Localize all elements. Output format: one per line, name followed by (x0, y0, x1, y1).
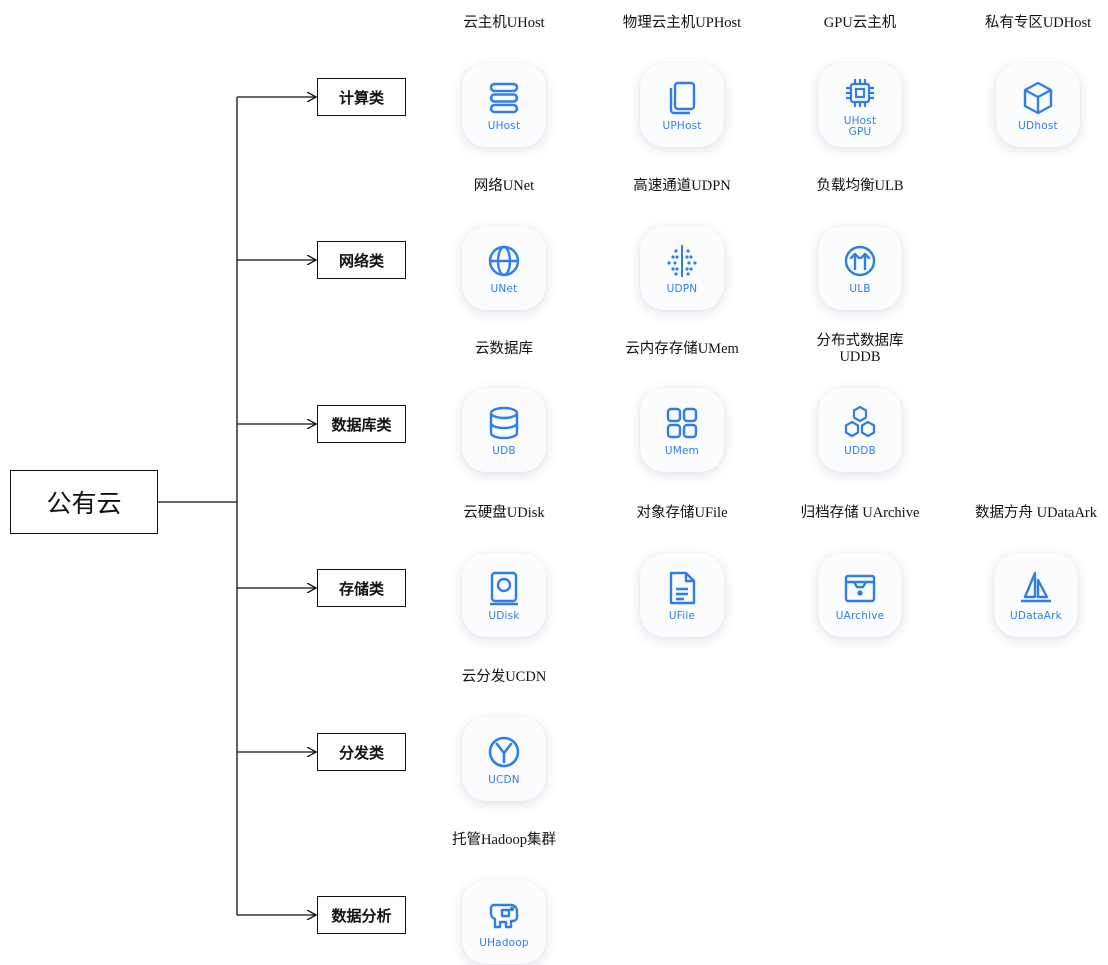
product-tile[interactable]: UDisk (462, 553, 546, 637)
tile-caption: UHost GPU (843, 114, 877, 138)
tile-caption: UPHost (662, 120, 702, 132)
product-tile[interactable]: ULB (818, 226, 902, 310)
database-icon (489, 406, 519, 440)
product-name: 云数据库 (475, 341, 533, 357)
product-name: 高速通道UDPN (633, 178, 731, 194)
product-name: 分布式数据库 UDDB (816, 333, 904, 365)
product-tile[interactable]: UHost (462, 63, 546, 147)
tile-caption: ULB (849, 283, 871, 295)
product-tile[interactable]: UNet (462, 226, 546, 310)
tile-caption: UDB (492, 445, 516, 457)
product-tile[interactable]: UDB (462, 388, 546, 472)
tile-caption: UNet (490, 283, 518, 295)
product-tile[interactable]: UDPN (640, 226, 724, 310)
product-tile[interactable]: UHadoop (462, 880, 546, 964)
tile-caption: UDDB (844, 445, 876, 457)
product-tile[interactable]: UPHost (640, 63, 724, 147)
category-analytics: 数据分析 (317, 896, 406, 934)
category-database: 数据库类 (317, 405, 406, 443)
tile-caption: UDisk (488, 610, 520, 622)
product-name: 私有专区UDHost (984, 15, 1092, 31)
root-label: 公有云 (46, 489, 122, 518)
product-tile[interactable]: UDataArk (994, 553, 1078, 637)
category-label: 分发类 (338, 743, 384, 762)
product-name: 对象存储UFile (636, 505, 728, 521)
product-name: 托管Hadoop集群 (452, 832, 556, 848)
tile-caption: UDhost (1018, 120, 1058, 132)
category-label: 计算类 (338, 88, 384, 107)
product-name: 网络UNet (473, 178, 535, 194)
hexagons-icon (844, 405, 876, 438)
product-tile[interactable]: UMem (640, 388, 724, 472)
tile-caption: UHadoop (479, 937, 529, 949)
disk-icon (490, 571, 518, 606)
category-storage: 存储类 (317, 569, 406, 607)
product-name: 物理云主机UPHost (622, 15, 742, 31)
elephant-icon (489, 903, 519, 929)
product-tile[interactable]: UHost GPU (818, 63, 902, 147)
product-name: GPU云主机 (823, 15, 897, 31)
tile-caption: UFile (668, 610, 696, 622)
product-name: 数据方舟 UDataArk (974, 505, 1098, 521)
gpu-chip-icon (846, 78, 874, 107)
product-tile[interactable]: UDhost (996, 63, 1080, 147)
upload-arrows-icon (844, 245, 876, 277)
server-stack-icon (489, 82, 519, 114)
root-node: 公有云 (10, 470, 158, 534)
product-tile[interactable]: UArchive (818, 553, 902, 637)
product-tile[interactable]: UFile (640, 553, 724, 637)
file-icon (669, 571, 696, 605)
category-label: 数据分析 (331, 906, 392, 925)
category-compute: 计算类 (317, 78, 406, 116)
tile-caption: UDataArk (1010, 610, 1062, 622)
product-tile[interactable]: UCDN (462, 717, 546, 801)
category-label: 数据库类 (331, 415, 392, 434)
branch-icon (488, 736, 520, 768)
sailboat-icon (1021, 571, 1051, 603)
product-name: 云硬盘UDisk (463, 505, 545, 521)
product-name: 负载均衡ULB (816, 178, 904, 194)
tile-caption: UDPN (666, 283, 698, 295)
product-name: 云主机UHost (463, 15, 545, 31)
category-network: 网络类 (317, 241, 406, 279)
category-distribution: 分发类 (317, 733, 406, 771)
tile-caption: UCDN (488, 774, 520, 786)
tile-caption: UArchive (835, 610, 885, 622)
globe-icon (488, 245, 520, 277)
product-tile[interactable]: UDDB (818, 388, 902, 472)
tile-caption: UHost (487, 120, 521, 132)
category-label: 存储类 (338, 579, 384, 598)
archive-box-icon (844, 574, 876, 603)
grid-icon (666, 407, 698, 439)
category-label: 网络类 (338, 251, 384, 270)
product-name: 归档存储 UArchive (800, 505, 920, 521)
dotted-channel-icon (667, 245, 697, 277)
cube-icon (1023, 81, 1053, 115)
physical-server-icon (669, 81, 696, 115)
product-name: 云内存存储UMem (625, 341, 739, 357)
product-name: 云分发UCDN (461, 669, 547, 685)
tile-caption: UMem (664, 445, 700, 457)
